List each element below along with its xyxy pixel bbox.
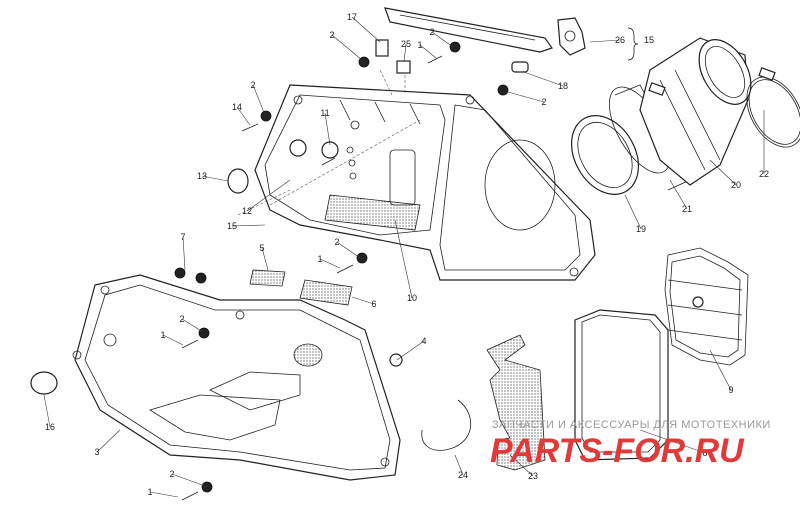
part-number-label: 1 bbox=[160, 330, 165, 340]
part-number-label: 8 bbox=[702, 448, 707, 458]
leader-line bbox=[394, 219, 413, 299]
part-number-label: 13 bbox=[197, 171, 207, 181]
leader-line bbox=[709, 159, 737, 186]
part-number-label: 1 bbox=[147, 487, 152, 497]
leader-line bbox=[231, 224, 266, 227]
part-number-label: 2 bbox=[329, 30, 334, 40]
part-number-label: 12 bbox=[242, 206, 252, 216]
part-number-label: 2 bbox=[250, 80, 255, 90]
frame-bracket bbox=[384, 7, 553, 53]
part-number-label: 24 bbox=[458, 470, 468, 480]
group-label: 15 bbox=[644, 35, 654, 45]
foam-pads bbox=[249, 269, 353, 306]
part-number-label: 2 bbox=[179, 314, 184, 324]
leader-line bbox=[509, 454, 534, 477]
leader-line bbox=[454, 454, 464, 476]
part-number-label: 7 bbox=[180, 232, 185, 242]
assembly-lines bbox=[237, 69, 421, 216]
part-number-label: 3 bbox=[94, 447, 99, 457]
part-number-label: 22 bbox=[759, 169, 769, 179]
part-number-label: 5 bbox=[259, 243, 264, 253]
leader-line bbox=[182, 236, 186, 271]
part-number-label: 2 bbox=[429, 27, 434, 37]
leader-line bbox=[589, 39, 621, 43]
filter-frame bbox=[664, 247, 749, 366]
airbox-housing bbox=[254, 84, 596, 281]
side-cover bbox=[72, 274, 401, 481]
leader-lines bbox=[43, 16, 765, 498]
leader-line bbox=[331, 34, 363, 61]
part-number-label: 17 bbox=[347, 12, 357, 22]
part-number-label: 18 bbox=[558, 81, 568, 91]
leader-line bbox=[523, 71, 564, 87]
leader-line bbox=[201, 175, 229, 182]
watermark-logo: PARTS-FOR.RU bbox=[490, 432, 745, 470]
leader-line bbox=[351, 296, 375, 305]
part-number-label: 6 bbox=[371, 299, 376, 309]
part-number-label: 23 bbox=[528, 471, 538, 481]
leader-line bbox=[252, 84, 266, 116]
leader-line bbox=[162, 334, 184, 346]
leader-line bbox=[396, 340, 425, 361]
part-callouts: 1111222222234567891011121314151617181920… bbox=[45, 12, 769, 497]
leader-line bbox=[96, 429, 121, 453]
air-filter bbox=[574, 309, 669, 461]
leader-line bbox=[403, 43, 407, 63]
part-number-label: 1 bbox=[417, 40, 422, 50]
part-number-label: 20 bbox=[731, 180, 741, 190]
part-number-label: 10 bbox=[407, 293, 417, 303]
leader-line bbox=[351, 16, 381, 43]
leader-line bbox=[171, 473, 206, 487]
leader-line bbox=[624, 194, 642, 230]
leader-line bbox=[709, 349, 732, 391]
leader-line bbox=[507, 91, 545, 103]
leader-line bbox=[246, 179, 291, 212]
part-number-label: 25 bbox=[401, 39, 411, 49]
leader-line bbox=[149, 491, 179, 498]
leader-line bbox=[669, 179, 688, 210]
leader-line bbox=[639, 429, 706, 454]
part-number-label: 21 bbox=[682, 204, 692, 214]
part-number-label: 14 bbox=[232, 102, 242, 112]
part-number-label: 1 bbox=[317, 254, 322, 264]
leader-line bbox=[419, 44, 437, 59]
group-brace: 15 bbox=[627, 27, 654, 61]
leader-line bbox=[181, 318, 204, 333]
watermark: ЗАПЧАСТИ И АКСЕССУАРЫ ДЛЯ МОТОТЕХНИКИ PA… bbox=[490, 419, 771, 470]
leader-line bbox=[319, 258, 341, 269]
part-number-label: 9 bbox=[728, 385, 733, 395]
leader-line bbox=[261, 247, 269, 271]
part-number-label: 4 bbox=[421, 336, 426, 346]
leader-line bbox=[336, 241, 361, 259]
gasket-plate bbox=[486, 334, 546, 471]
leader-line bbox=[324, 112, 331, 146]
spring-clip bbox=[421, 399, 472, 451]
part-number-label: 15 bbox=[227, 221, 237, 231]
intake-duct bbox=[570, 37, 800, 195]
leader-line bbox=[236, 106, 251, 126]
part-number-label: 26 bbox=[615, 35, 625, 45]
watermark-tagline: ЗАПЧАСТИ И АКСЕССУАРЫ ДЛЯ МОТОТЕХНИКИ bbox=[492, 419, 771, 431]
part-number-label: 2 bbox=[541, 97, 546, 107]
leader-line bbox=[431, 31, 454, 48]
part-number-label: 2 bbox=[334, 237, 339, 247]
part-number-label: 11 bbox=[320, 108, 329, 118]
leader-line bbox=[43, 394, 51, 428]
part-number-label: 2 bbox=[169, 469, 174, 479]
hardware bbox=[30, 17, 586, 501]
part-number-label: 16 bbox=[45, 422, 55, 432]
part-number-label: 19 bbox=[636, 224, 646, 234]
